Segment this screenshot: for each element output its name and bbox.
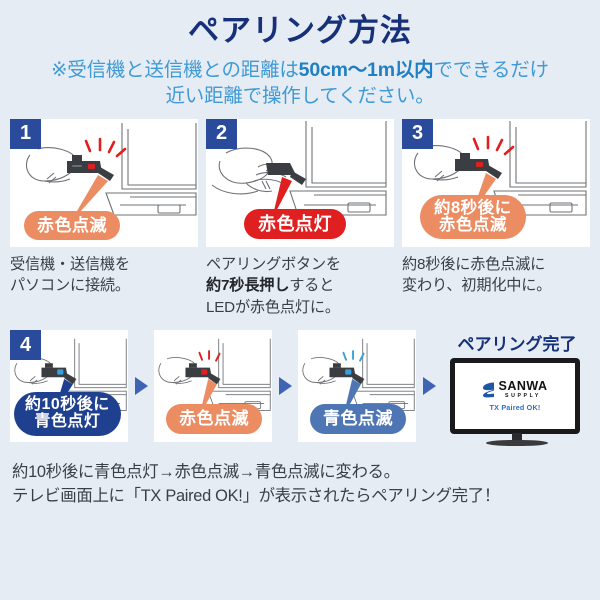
step-4-panel-red-blink: 赤色点滅 bbox=[154, 330, 272, 443]
triangle-right-icon bbox=[134, 377, 148, 396]
step-2: 2 bbox=[206, 118, 394, 319]
step-4-panel-blue-blink: 青色点滅 bbox=[298, 330, 416, 443]
flow-arrow-1 bbox=[128, 330, 154, 442]
flow-arrow-3 bbox=[416, 330, 442, 442]
subtitle-part-1: ※受信機と送信機との距離は bbox=[51, 59, 299, 82]
step-3: 3 bbox=[402, 118, 590, 319]
step-1: 1 bbox=[10, 118, 198, 319]
page-subtitle: ※受信機と送信機との距離は50cm〜1m以内でできるだけ 近い距離で操作してくだ… bbox=[0, 58, 600, 109]
sanwa-supply-text: SUPPLY bbox=[505, 392, 541, 399]
triangle-right-icon bbox=[278, 377, 292, 396]
hand-pressing-button-illustration bbox=[206, 119, 394, 247]
step-1-illustration-panel: 1 bbox=[10, 118, 198, 247]
step-2-caption: ペアリングボタンを 約7秒長押しすると LEDが赤色点灯に。 bbox=[206, 254, 394, 319]
step-3-illustration-panel: 3 bbox=[402, 118, 590, 247]
tv-paired-message: TX Paired OK! bbox=[489, 403, 541, 413]
step-4-number: 4 bbox=[10, 330, 41, 361]
step-2-number: 2 bbox=[206, 118, 237, 149]
badge-line: 約10秒後に bbox=[25, 396, 110, 414]
caption-bold-phrase: 約7秒長押し bbox=[206, 277, 290, 295]
tv-body: SANWA SUPPLY TX Paired OK! bbox=[450, 358, 580, 435]
step-3-number: 3 bbox=[402, 118, 433, 149]
caption-line: 約8秒後に赤色点滅に bbox=[402, 255, 546, 273]
badge-line: 赤色点滅 bbox=[438, 215, 507, 234]
caption-line: パソコンに接続。 bbox=[10, 277, 130, 295]
subtitle-distance-highlight: 50cm〜1m以内 bbox=[298, 59, 434, 82]
step-4-badge-blue-solid: 約10秒後に 青色点灯 bbox=[14, 392, 121, 436]
sanwa-brand-text: SANWA bbox=[498, 379, 548, 394]
sanwa-logo: SANWA SUPPLY bbox=[482, 380, 547, 399]
step-3-caption: 約8秒後に赤色点滅に 変わり、初期化中に。 bbox=[402, 254, 590, 297]
badge-line: 約8秒後に bbox=[434, 198, 512, 217]
steps-row-top: 1 bbox=[0, 118, 600, 319]
sanwa-s-mark-icon bbox=[483, 382, 495, 398]
step-4-panel-blue-solid: 4 bbox=[10, 330, 128, 443]
caption-line: 受信機・送信機を bbox=[10, 255, 130, 273]
tv-screen: SANWA SUPPLY TX Paired OK! bbox=[455, 363, 575, 430]
laptop-dongle-blue-blink-illustration bbox=[298, 330, 416, 442]
caption-line: ペアリングボタンを bbox=[206, 255, 341, 273]
badge-line: 青色点滅 bbox=[323, 409, 393, 429]
step-4-badge-red-blink: 赤色点滅 bbox=[166, 404, 262, 435]
tv-stand bbox=[512, 433, 522, 442]
page-title: ペアリング方法 bbox=[188, 13, 412, 48]
subtitle-line-2: 近い距離で操作してください。 bbox=[165, 84, 435, 107]
triangle-right-icon bbox=[422, 377, 436, 396]
callout-pointer bbox=[272, 176, 292, 219]
step-1-led-badge: 赤色点滅 bbox=[24, 210, 120, 241]
badge-line: 青色点灯 bbox=[34, 413, 101, 431]
badge-line: 赤色点灯 bbox=[258, 213, 332, 234]
step-2-illustration-panel: 2 bbox=[206, 118, 394, 247]
footer-note: 約10秒後に青色点灯→赤色点滅→青色点滅に変わる。 テレビ画面上に「TX Pai… bbox=[0, 461, 600, 508]
pairing-complete-title: ペアリング完了 bbox=[457, 335, 577, 355]
step-4-row: 4 bbox=[0, 330, 600, 450]
step-4-badge-blue-blink: 青色点滅 bbox=[310, 404, 406, 435]
tv-illustration: SANWA SUPPLY TX Paired OK! bbox=[444, 358, 590, 450]
step-1-number: 1 bbox=[10, 118, 41, 149]
footer-note-line-1: 約10秒後に青色点灯→赤色点滅→青色点滅に変わる。 bbox=[12, 463, 400, 482]
badge-line: 赤色点滅 bbox=[37, 215, 107, 235]
subtitle-part-2: でできるだけ bbox=[433, 59, 549, 82]
tv-base bbox=[486, 440, 548, 447]
badge-line: 赤色点滅 bbox=[179, 409, 249, 429]
footer-note-line-2: テレビ画面上に「TX Paired OK!」が表示されたらペアリング完了！ bbox=[12, 486, 500, 505]
caption-line-remainder: すると bbox=[289, 277, 335, 295]
step-2-led-badge: 赤色点灯 bbox=[244, 208, 346, 240]
step-3-led-badge: 約8秒後に 赤色点滅 bbox=[420, 194, 526, 240]
laptop-dongle-illustration bbox=[10, 119, 198, 247]
pairing-complete-block: ペアリング完了 SANWA SUPPLY TX Pa bbox=[444, 330, 590, 450]
step-1-caption: 受信機・送信機を パソコンに接続。 bbox=[10, 254, 198, 297]
flow-arrow-2 bbox=[272, 330, 298, 442]
caption-line: LEDが赤色点灯に。 bbox=[206, 298, 340, 316]
caption-line: 変わり、初期化中に。 bbox=[402, 277, 552, 295]
